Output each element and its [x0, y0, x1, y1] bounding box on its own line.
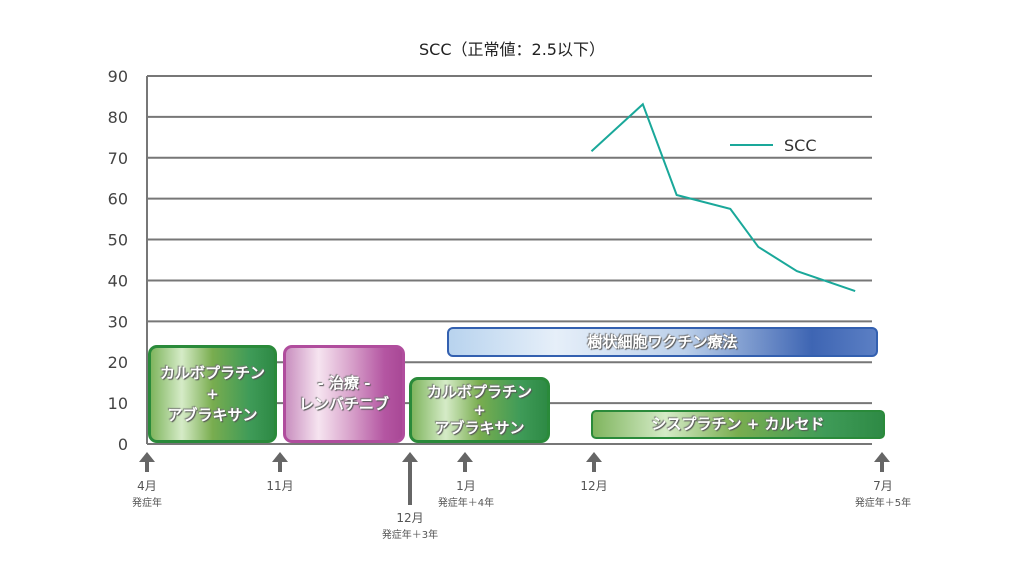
y-tick-label: 60: [108, 190, 128, 209]
timeline-tick: 1月発症年＋4年: [421, 477, 511, 509]
y-tick-label: 30: [108, 312, 128, 331]
y-tick-label: 80: [108, 108, 128, 127]
treatment-label: +: [206, 384, 219, 403]
arrow-head-icon: [402, 452, 418, 462]
treatment-label: +: [473, 401, 486, 419]
scc-line: [590, 102, 856, 293]
tick-sub: 発症年＋4年: [437, 498, 495, 509]
tick-month: 12月: [396, 511, 424, 525]
treatment-label: レンバチニブ: [298, 395, 389, 413]
chart-title: SCC（正常値：2.5以下）: [419, 40, 605, 59]
tick-month: 11月: [266, 479, 294, 493]
y-tick-label: 10: [108, 394, 128, 413]
tick-month: 4月: [137, 479, 157, 493]
legend-label: SCC: [784, 136, 817, 155]
y-tick-label: 0: [118, 435, 128, 454]
y-tick-label: 50: [108, 231, 128, 250]
timeline-tick: 11月: [250, 477, 310, 494]
arrow-head-icon: [139, 452, 155, 462]
tick-sub: 発症年: [132, 498, 162, 509]
arrow-head-icon: [272, 452, 288, 462]
treatment-label: シスプラチン + カルセド: [651, 415, 825, 433]
tick-month: 12月: [580, 479, 608, 493]
treatment-label: 樹状細胞ワクチン療法: [587, 332, 738, 351]
timeline-tick: 4月発症年: [117, 477, 177, 509]
treatment-label: - 治療 -: [317, 374, 371, 392]
y-tick-label: 70: [108, 149, 128, 168]
treatment-label: アブラキサン: [434, 419, 525, 437]
timeline-tick: 12月発症年＋3年: [365, 509, 455, 541]
tick-month: 1月: [456, 479, 476, 493]
treatment-carboplatin-abraxane-2: カルボプラチン + アブラキサン: [409, 377, 550, 443]
treatment-lenvatinib: - 治療 - レンバチニブ: [283, 345, 405, 443]
y-tick-label: 40: [108, 271, 128, 290]
treatment-label: カルボプラチン: [426, 383, 532, 401]
tick-month: 7月: [873, 479, 893, 493]
tick-sub: 発症年＋5年: [854, 498, 912, 509]
treatment-cisplatin-calsed: シスプラチン + カルセド: [591, 410, 885, 439]
timeline-tick: 7月発症年＋5年: [838, 477, 928, 509]
treatment-dendritic-cell-vaccine: 樹状細胞ワクチン療法: [447, 327, 878, 357]
timeline-tick: 12月: [564, 477, 624, 494]
y-tick-label: 20: [108, 353, 128, 372]
treatment-label: アブラキサン: [167, 405, 258, 424]
arrow-head-icon: [457, 452, 473, 462]
arrow-head-icon: [874, 452, 890, 462]
treatment-label: カルボプラチン: [159, 363, 265, 382]
arrow-head-icon: [586, 452, 602, 462]
treatment-carboplatin-abraxane-1: カルボプラチン + アブラキサン: [148, 345, 277, 443]
y-tick-label: 90: [108, 67, 128, 86]
tick-sub: 発症年＋3年: [381, 530, 439, 541]
